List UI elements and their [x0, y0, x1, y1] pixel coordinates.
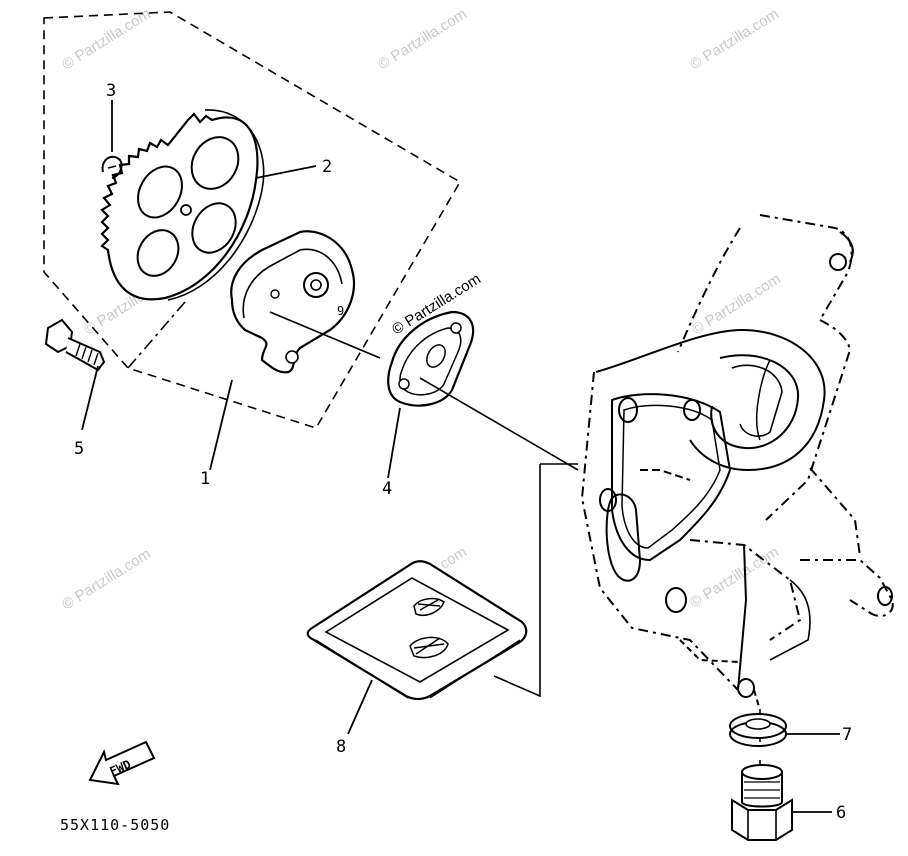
callout-labels: 1 2 3 4 5 6 7 8 [74, 81, 852, 823]
oil-pump-body: 9 [230, 230, 356, 374]
watermark: © Partzilla.com [375, 5, 470, 73]
bolt [44, 318, 106, 372]
callout-8: 8 [336, 737, 346, 757]
pump-mark: 9 [337, 304, 344, 318]
leader-lines [127, 301, 761, 790]
callout-2: 2 [322, 157, 332, 177]
callout-5: 5 [74, 439, 84, 459]
callout-7: 7 [842, 725, 852, 745]
watermark: © Partzilla.com [59, 545, 154, 613]
watermark: © Partzilla.com [689, 270, 784, 338]
watermark: © Partzilla.com [687, 5, 782, 73]
watermark: © Partzilla.com [687, 543, 782, 611]
drain-plug [731, 764, 793, 841]
drain-washer [729, 713, 787, 747]
callout-1: 1 [200, 469, 210, 489]
part-code: 55X110-5050 [60, 816, 170, 834]
pump-gasket [387, 310, 475, 407]
callout-leaders [81, 100, 840, 813]
forward-arrow-icon: FWD [88, 740, 156, 786]
crankcase [580, 214, 894, 711]
oil-strainer [306, 560, 528, 701]
callout-3: 3 [106, 81, 116, 101]
callout-6: 6 [836, 803, 846, 823]
circlip [101, 155, 123, 179]
assembly-outline [43, 11, 462, 429]
callout-4: 4 [382, 479, 392, 499]
